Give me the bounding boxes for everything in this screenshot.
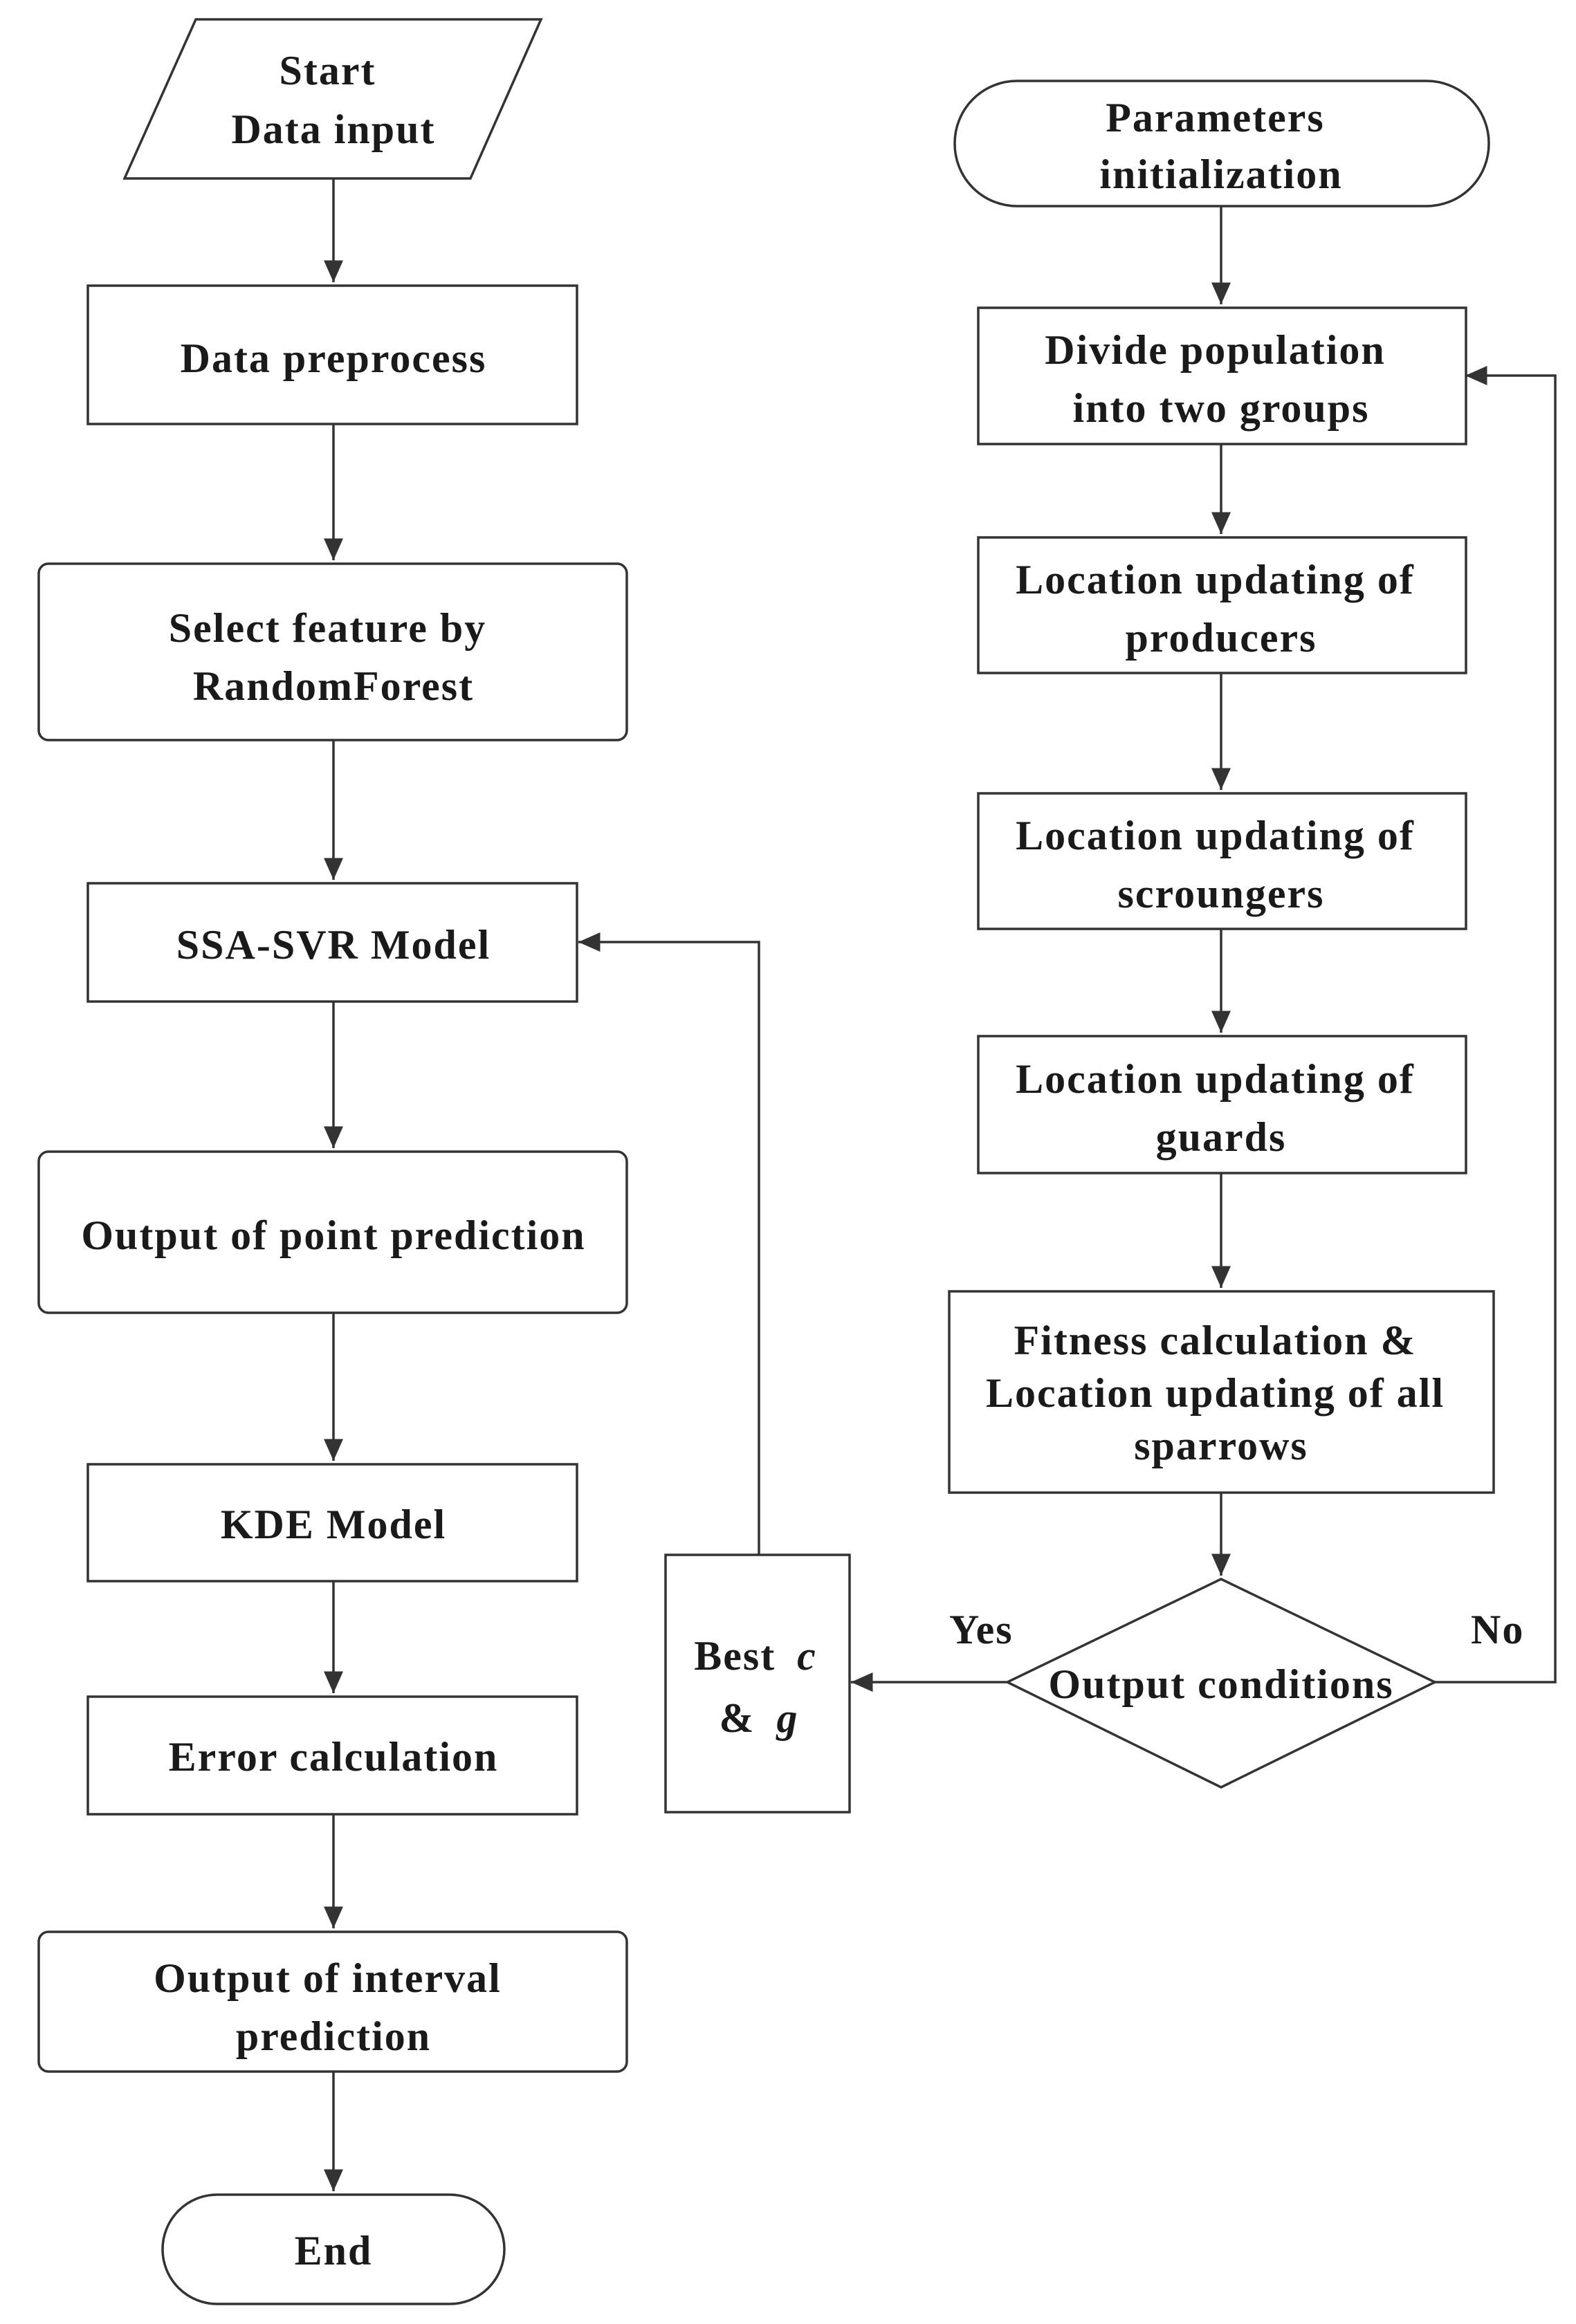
kde-label: KDE Model <box>221 1502 446 1547</box>
fitness-label-line-3: sparrows <box>1134 1423 1308 1468</box>
error-calc-label: Error calculation <box>169 1734 499 1780</box>
divide-label: Divide population into two groups <box>1045 327 1397 431</box>
producers-label: Location updating of producers <box>1016 557 1427 661</box>
preprocess-label: Data preprocess <box>181 335 487 381</box>
node-guards: Location updating of guards <box>977 1035 1467 1174</box>
guards-label-line-2: guards <box>1156 1114 1287 1160</box>
ssa-svr-box <box>86 882 578 1003</box>
node-error-calc: Error calculation <box>86 1695 578 1816</box>
best-c-g-label-line-2: & g <box>720 1695 799 1741</box>
point-prediction-label: Output of point prediction <box>81 1212 585 1258</box>
interval-prediction-label-line-1: Output of interval <box>154 1955 502 2001</box>
node-start: Start Data input <box>122 18 543 180</box>
edge-label-yes: Yes <box>949 1607 1014 1652</box>
error-calc-box <box>86 1695 578 1816</box>
select-feature-label-line-1: Select feature by <box>169 605 486 651</box>
edges <box>324 178 1557 2191</box>
start-parallelogram-shape <box>122 18 543 180</box>
scroungers-label-line-2: scroungers <box>1118 871 1325 916</box>
node-kde: KDE Model <box>86 1463 578 1583</box>
interval-prediction-box <box>37 1930 628 2073</box>
producers-label-line-2: producers <box>1126 615 1317 661</box>
interval-prediction-label: Output of interval prediction <box>154 1955 513 2059</box>
node-scroungers: Location updating of scroungers <box>977 792 1467 930</box>
preprocess-label-line-1: Data preprocess <box>181 335 487 381</box>
edge-conditions-no-to-divide <box>1435 366 1557 1684</box>
end-label: End <box>295 2228 373 2274</box>
best-c-g-label-line-1: Best c <box>694 1633 817 1679</box>
producers-label-line-1: Location updating of <box>1016 557 1415 602</box>
divide-label-line-2: into two groups <box>1073 385 1370 431</box>
start-label-line-2: Data input <box>231 107 435 152</box>
node-end: End <box>161 2193 506 2305</box>
kde-box <box>86 1463 578 1583</box>
best-g-variable: g <box>775 1695 798 1741</box>
error-calc-label-line-1: Error calculation <box>169 1734 499 1780</box>
best-c-g-ampersand: & <box>720 1695 755 1741</box>
scroungers-label-line-1: Location updating of <box>1016 813 1415 858</box>
fitness-label-line-1: Fitness calculation & <box>1014 1318 1417 1363</box>
divide-label-line-1: Divide population <box>1045 327 1385 373</box>
select-feature-label-line-2: RandomForest <box>193 663 474 709</box>
best-c-variable: c <box>797 1633 817 1679</box>
producers-box <box>977 536 1467 674</box>
ssa-svr-label-line-1: SSA-SVR Model <box>176 922 491 968</box>
point-prediction-box <box>37 1150 628 1314</box>
node-preprocess: Data preprocess <box>86 284 578 425</box>
output-conditions-label-line-1: Output conditions <box>1048 1661 1393 1707</box>
node-interval-prediction: Output of interval prediction <box>37 1930 628 2073</box>
output-conditions-label: Output conditions <box>1048 1661 1393 1707</box>
node-best-c-g: Best c & g <box>664 1553 851 1814</box>
guards-box <box>977 1035 1467 1174</box>
end-label-line-1: End <box>295 2228 373 2274</box>
guards-label: Location updating of guards <box>1016 1056 1427 1160</box>
select-feature-box <box>37 562 628 741</box>
guards-label-line-1: Location updating of <box>1016 1056 1415 1102</box>
scroungers-box <box>977 792 1467 930</box>
best-c-g-prefix: Best <box>694 1633 776 1679</box>
end-terminator-shape <box>161 2193 506 2305</box>
node-ssa-svr: SSA-SVR Model <box>86 882 578 1003</box>
fitness-box <box>948 1290 1495 1494</box>
edge-label-no: No <box>1471 1607 1524 1652</box>
preprocess-box <box>86 284 578 425</box>
kde-label-line-1: KDE Model <box>221 1502 446 1547</box>
params-init-label-line-1: Parameters <box>1106 95 1324 140</box>
node-params-init: Parameters initialization <box>953 80 1490 208</box>
node-producers: Location updating of producers <box>977 536 1467 674</box>
node-select-feature: Select feature by RandomForest <box>37 562 628 741</box>
best-c-g-box <box>664 1553 851 1814</box>
ssa-svr-label: SSA-SVR Model <box>176 922 491 968</box>
params-init-label: Parameters initialization <box>1099 95 1342 197</box>
params-init-terminator-shape <box>953 80 1490 208</box>
start-label: Start Data input <box>231 48 435 152</box>
point-prediction-label-line-1: Output of point prediction <box>81 1212 585 1258</box>
node-divide: Divide population into two groups <box>977 306 1467 445</box>
node-point-prediction: Output of point prediction <box>37 1150 628 1314</box>
scroungers-label: Location updating of scroungers <box>1016 813 1427 916</box>
select-feature-label: Select feature by RandomForest <box>169 605 498 709</box>
start-label-line-1: Start <box>280 48 376 93</box>
edge-best-to-ssasvr <box>578 932 760 1555</box>
params-init-label-line-2: initialization <box>1099 151 1342 197</box>
divide-box <box>977 306 1467 445</box>
node-fitness: Fitness calculation & Location updating … <box>948 1290 1495 1494</box>
fitness-label-line-2: Location updating of all <box>986 1370 1445 1416</box>
node-output-conditions: Output conditions <box>1005 1578 1438 1789</box>
fitness-label: Fitness calculation & Location updating … <box>986 1318 1456 1468</box>
interval-prediction-label-line-2: prediction <box>236 2013 431 2059</box>
output-conditions-diamond-shape <box>1005 1578 1438 1789</box>
